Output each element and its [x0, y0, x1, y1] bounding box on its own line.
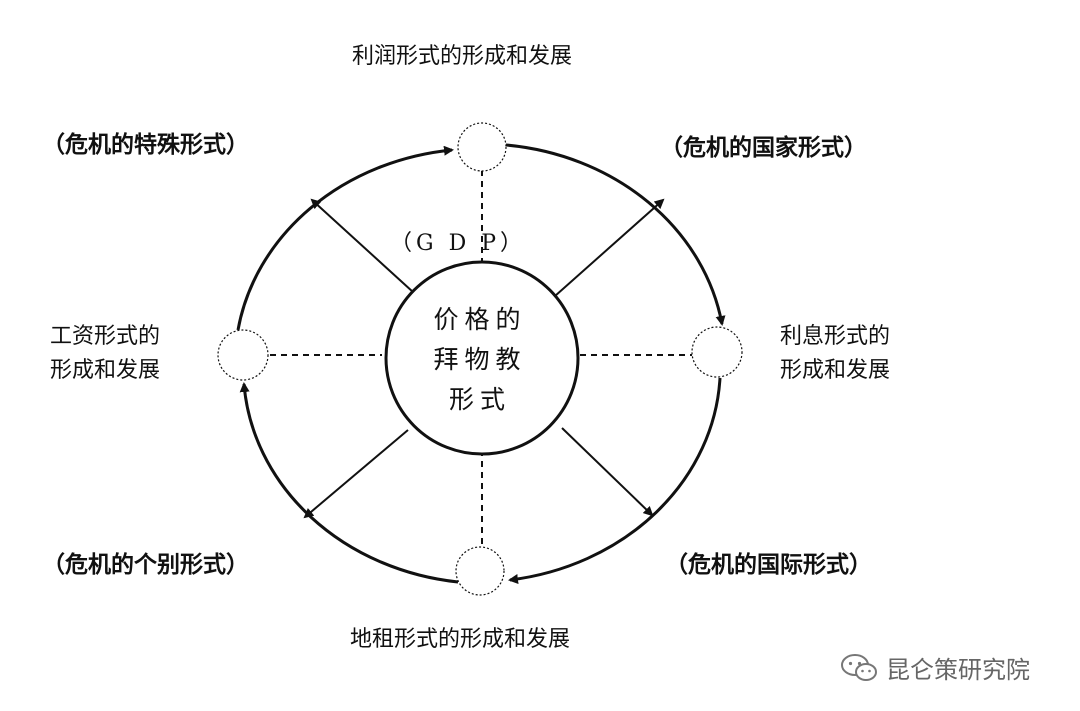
arrow-to-top-right	[554, 198, 665, 297]
node-circle-left	[217, 329, 269, 381]
arrow-to-bottom-right	[561, 427, 654, 517]
node-circle-right	[691, 326, 743, 378]
watermark-text: 昆仑策研究院	[886, 656, 1030, 684]
arc-top-to-right	[505, 143, 726, 326]
center-circle	[384, 260, 580, 456]
arrow-to-top-left	[310, 198, 414, 293]
center-line-3: 形式	[448, 385, 511, 414]
crisis-label-top-right: （危机的国家形式）	[660, 135, 867, 161]
node-circle-top	[457, 122, 507, 172]
node-label-right-2: 形成和发展	[780, 358, 891, 383]
center-label: 价格的 拜物教 形式	[395, 300, 565, 420]
node-label-right-1: 利息形式的	[780, 324, 891, 349]
crisis-label-bottom-right: （危机的国际形式）	[665, 552, 872, 578]
node-label-top: 利润形式的形成和发展	[352, 44, 573, 69]
arrow-to-bottom-left	[303, 429, 409, 519]
center-line-2: 拜物教	[433, 345, 527, 374]
arc-right-to-bottom	[508, 377, 722, 584]
node-circle-bottom	[455, 546, 505, 596]
crisis-label-top-left: （危机的特殊形式）	[42, 132, 249, 158]
center-line-1: 价格的	[433, 305, 527, 334]
crisis-label-bottom-left: （危机的个别形式）	[42, 552, 249, 578]
node-label-bottom: 地租形式的形成和发展	[350, 627, 571, 652]
node-label-left-1: 工资形式的	[50, 324, 161, 349]
node-label-left-2: 形成和发展	[50, 358, 161, 383]
watermark: 昆仑策研究院	[840, 650, 1030, 685]
gdp-label: （G D P）	[390, 231, 527, 256]
wechat-icon	[841, 653, 877, 681]
